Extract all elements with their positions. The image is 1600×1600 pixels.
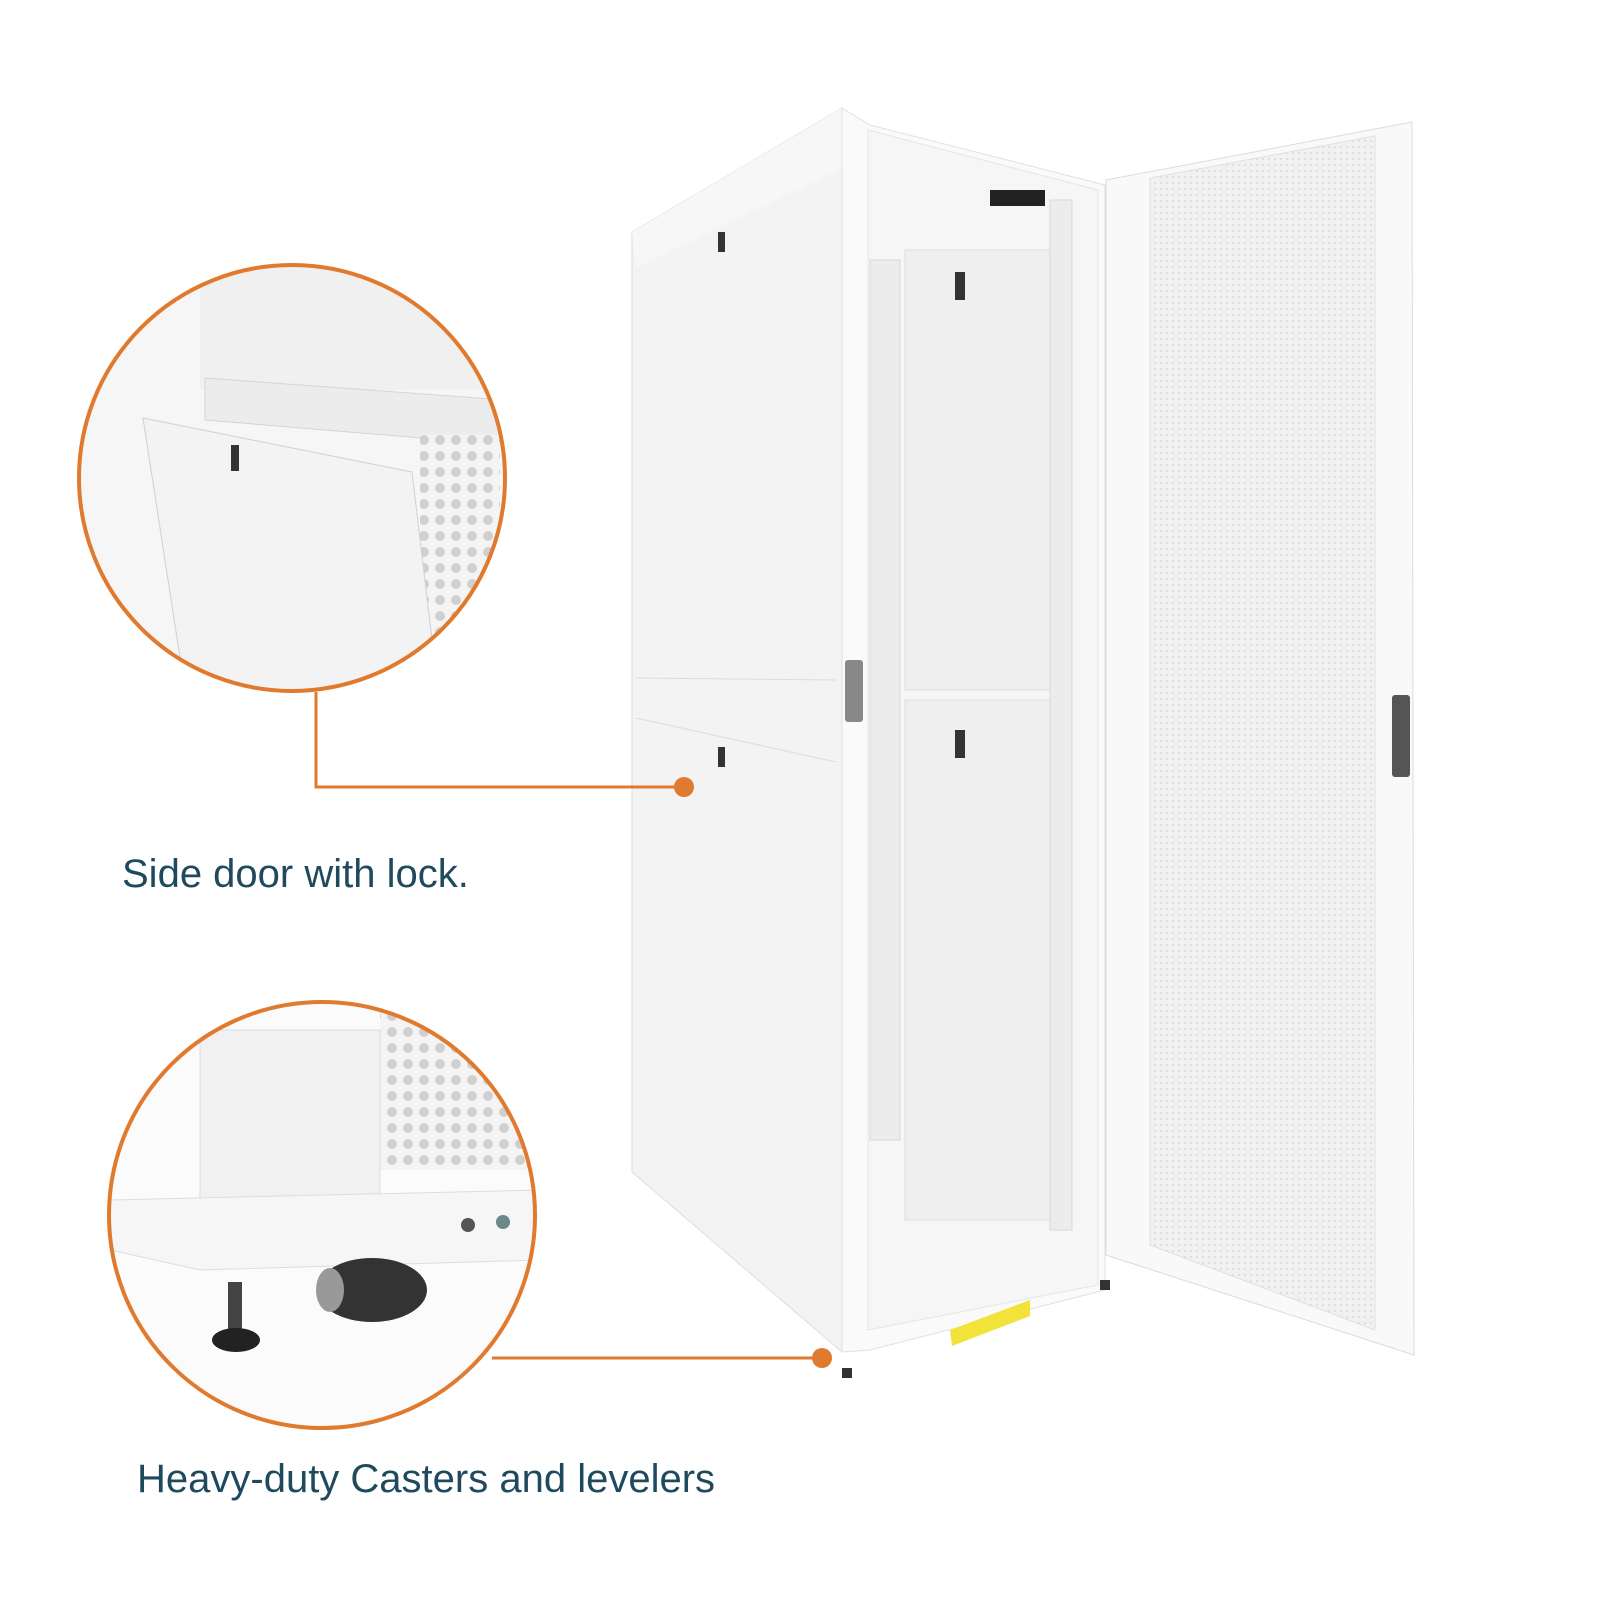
lock-icon bbox=[231, 445, 239, 471]
door-lock-icon bbox=[1392, 695, 1410, 777]
callout-leader-1 bbox=[314, 692, 694, 797]
callout-leader-2 bbox=[492, 1348, 832, 1368]
detail-circle-casters bbox=[107, 1000, 537, 1430]
caption-casters: Heavy-duty Casters and levelers bbox=[137, 1457, 716, 1501]
lock-icon bbox=[718, 747, 725, 767]
detail-circle-side-door bbox=[77, 263, 507, 693]
lock-icon bbox=[718, 232, 725, 252]
caster-wheel-icon bbox=[317, 1258, 427, 1322]
leveler-foot-icon bbox=[212, 1328, 260, 1352]
perforated-front-door bbox=[1105, 121, 1415, 1356]
cabinet-front-frame bbox=[841, 107, 1106, 1353]
handle-icon bbox=[845, 660, 863, 722]
caption-side-door: Side door with lock. bbox=[122, 852, 469, 896]
cabinet-side-panel bbox=[631, 107, 843, 1354]
